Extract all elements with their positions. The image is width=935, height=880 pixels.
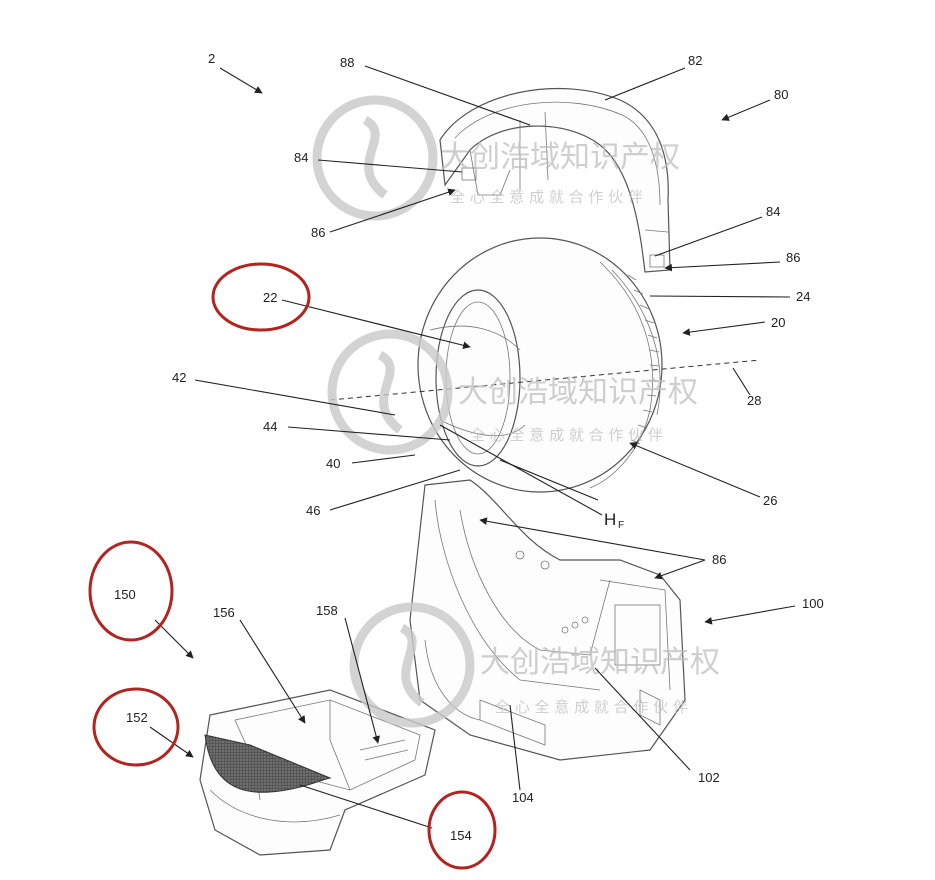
label-88: 88 <box>340 55 354 70</box>
highlight-circle-154 <box>427 790 497 870</box>
drawer-handle-grip <box>204 734 332 793</box>
label-46: 46 <box>306 503 320 518</box>
label-86-right: 86 <box>786 250 800 265</box>
watermark-sub-middle: 全 心 全 意 成 就 合 作 伙 伴 <box>470 426 663 444</box>
watermark-sub-top: 全 心 全 意 成 就 合 作 伙 伴 <box>450 188 643 206</box>
label-100: 100 <box>802 596 824 611</box>
label-104: 104 <box>512 790 534 805</box>
label-28: 28 <box>747 393 761 408</box>
label-82: 82 <box>688 53 702 68</box>
highlight-circle-150 <box>88 540 174 642</box>
label-26: 26 <box>763 493 777 508</box>
highlight-circle-22 <box>211 262 311 332</box>
label-86-top: 86 <box>311 225 325 240</box>
drum-part <box>417 237 663 493</box>
label-158: 158 <box>316 603 338 618</box>
label-80: 80 <box>774 87 788 102</box>
drum-teeth <box>627 274 660 445</box>
leader-lines <box>149 65 796 829</box>
label-154: 154 <box>450 828 472 843</box>
highlight-circles <box>88 262 497 870</box>
base-part <box>409 479 686 761</box>
label-40: 40 <box>326 456 340 471</box>
watermark-sub-bottom: 全 心 全 意 成 就 合 作 伙 伴 <box>495 698 688 716</box>
highlight-circle-152 <box>92 687 180 767</box>
label-22: 22 <box>263 290 277 305</box>
label-156: 156 <box>213 605 235 620</box>
reference-labels: 2 88 82 80 84 86 84 86 22 24 20 28 42 44… <box>114 51 824 843</box>
label-42: 42 <box>172 370 186 385</box>
label-84-top: 84 <box>294 150 308 165</box>
watermark-main-middle: 大创浩域知识产权 <box>458 375 698 410</box>
drawer-part <box>199 689 436 856</box>
label-24: 24 <box>796 289 810 304</box>
watermark-main-top: 大创浩域知识产权 <box>440 140 680 175</box>
label-84-right: 84 <box>766 204 780 219</box>
label-152: 152 <box>126 710 148 725</box>
label-86-base: 86 <box>712 552 726 567</box>
label-2: 2 <box>208 51 215 66</box>
watermark-main-bottom: 大创浩域知识产权 <box>480 645 720 680</box>
label-20: 20 <box>771 315 785 330</box>
label-44: 44 <box>263 419 277 434</box>
watermark-middle: 大创浩域知识产权 全 心 全 意 成 就 合 作 伙 伴 <box>327 329 698 455</box>
label-hf: H <box>604 510 616 529</box>
label-102: 102 <box>698 770 720 785</box>
label-hf-subscript: F <box>618 520 624 531</box>
watermark-top: 大创浩域知识产权 全 心 全 意 成 就 合 作 伙 伴 <box>312 95 680 221</box>
label-150: 150 <box>114 587 136 602</box>
